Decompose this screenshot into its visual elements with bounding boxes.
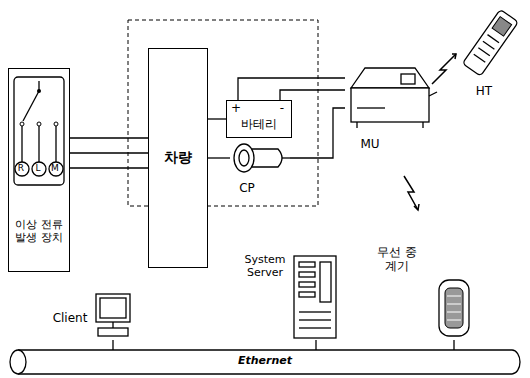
wireless-symbol [414,204,419,210]
wire-connector [290,108,345,158]
terminal-letter: M [48,161,62,175]
wireless-symbol [404,176,418,210]
measurement-unit-icon [345,58,440,134]
wire-connector [453,340,454,350]
wireless-relay-icon [435,276,473,340]
client-pc: Client [50,290,140,340]
ethernet-bus-label: Ethernet [225,355,305,368]
clamp-probe-icon [230,140,290,180]
vehicle-box: 차량 [148,48,208,268]
clamp-probe-label: CP [232,182,262,196]
clamp-probe: CP [230,140,290,200]
measurement-unit: MU [345,58,440,158]
current-generator-box-icon [9,69,69,199]
measurement-unit-label: MU [355,138,385,152]
wire-connector [238,78,345,100]
wire-connector [208,157,230,158]
wireless-relay-label: 무선 중계기 [375,246,419,274]
handheld-terminal: HT [455,5,523,103]
terminal-letter: R [14,161,28,175]
system-server-icon [292,254,340,340]
polarity-sign: - [275,101,289,115]
ethernet-bus: Ethernet [8,348,522,376]
wire-connector [70,138,148,168]
wire-connector [208,118,226,119]
wire-connector [112,340,113,350]
handheld-terminal-label: HT [469,85,499,99]
system-server: System Server [240,252,345,340]
terminal-letter: L [31,161,45,175]
client-pc-label: Client [50,312,90,326]
wireless-symbol [432,54,456,84]
handheld-terminal-icon [455,5,523,81]
system-server-label: System Server [240,254,290,279]
current-generator-box-label: 이상 전류 발생 장치 [12,219,66,244]
polarity-sign: + [229,101,243,115]
wire-connector [315,340,316,350]
vehicle-box-label: 차량 [151,149,204,165]
wireless-symbol [452,54,456,59]
wireless-relay: 무선 중계기 [375,242,475,340]
client-pc-icon [92,292,136,340]
battery-box-label: 바테리 [229,118,288,132]
